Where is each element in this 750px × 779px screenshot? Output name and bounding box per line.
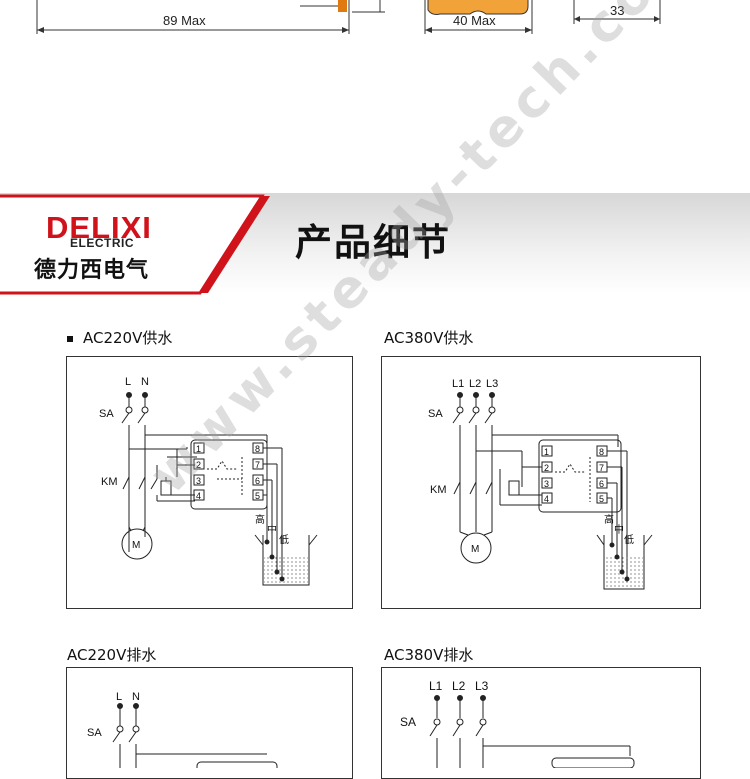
- terminal-1: 1: [196, 444, 201, 454]
- terminal-3: 3: [196, 476, 201, 486]
- terminal-label-l3: L3: [475, 679, 489, 693]
- diagram-title: AC220V供水: [67, 327, 172, 348]
- terminal-5: 5: [599, 494, 604, 504]
- diagram-title: AC380V供水: [384, 329, 474, 347]
- probe-label-high: 高: [604, 513, 614, 526]
- dimension-label: 89 Max: [163, 13, 206, 28]
- probe-label-low: 低: [624, 533, 634, 546]
- terminal-5: 5: [255, 491, 260, 501]
- wiring-schematic: L N SA: [87, 691, 278, 773]
- probe-label-high: 高: [255, 513, 265, 526]
- terminal-label-l: L: [116, 691, 122, 703]
- terminal-7: 7: [599, 463, 604, 473]
- wiring-schematic: L1 L2 L3 SA KM M 1 2 3 4 8 7 6 5 高 中 低: [428, 378, 653, 590]
- brand-logo-cn: 德力西电气: [34, 258, 150, 283]
- terminal-7: 7: [255, 460, 260, 470]
- motor-label: M: [132, 540, 140, 551]
- logo-frame: [0, 194, 270, 295]
- terminal-label-l: L: [125, 376, 131, 388]
- terminal-2: 2: [544, 463, 549, 473]
- terminal-2: 2: [196, 460, 201, 470]
- terminal-label-l1: L1: [452, 378, 464, 390]
- wiring-diagram-ac380v-supply: L1 L2 L3 SA KM M 1 2 3 4 8 7 6 5 高 中 低: [381, 356, 701, 609]
- switch-label-sa: SA: [99, 408, 114, 420]
- dimension-label: 33: [610, 3, 625, 18]
- terminal-label-l2: L2: [452, 679, 466, 693]
- switch-label-sa: SA: [87, 727, 102, 739]
- terminal-3: 3: [544, 479, 549, 489]
- terminal-6: 6: [255, 476, 260, 486]
- contactor-label-km: KM: [101, 476, 118, 488]
- dimension-drawing: [36, 0, 661, 34]
- probe-label-low: 低: [279, 533, 289, 546]
- bullet-icon: [67, 335, 73, 342]
- terminal-8: 8: [599, 447, 604, 457]
- diagram-title: AC380V排水: [384, 646, 474, 664]
- terminal-4: 4: [544, 494, 549, 504]
- probe-label-mid: 中: [267, 523, 277, 536]
- wiring-diagram-ac220v-drain: L N SA: [66, 667, 353, 779]
- brand-logo: DELIXI: [46, 210, 152, 245]
- terminal-8: 8: [255, 444, 260, 454]
- brand-logo-sub: ELECTRIC: [70, 236, 134, 250]
- terminal-label-n: N: [132, 691, 140, 703]
- terminal-label-l1: L1: [429, 679, 443, 693]
- motor-label: M: [471, 544, 479, 555]
- switch-label-sa: SA: [400, 715, 416, 729]
- wiring-schematic: L1 L2 L3 SA: [400, 679, 635, 769]
- wiring-diagram-ac380v-drain: L1 L2 L3 SA: [381, 667, 701, 779]
- terminal-label-l3: L3: [486, 378, 498, 390]
- wiring-diagram-ac220v-supply: L N SA KM M 1 2 3 4 8 7 6 5 高 中 低: [66, 356, 353, 609]
- probe-label-mid: 中: [614, 523, 624, 536]
- terminal-6: 6: [599, 479, 604, 489]
- terminal-4: 4: [196, 491, 201, 501]
- terminal-label-n: N: [141, 376, 149, 388]
- switch-label-sa: SA: [428, 408, 443, 420]
- section-title: 产品细节: [295, 221, 451, 264]
- contactor-label-km: KM: [430, 484, 447, 496]
- diagram-title: AC220V排水: [67, 646, 157, 664]
- dimension-label: 40 Max: [453, 13, 496, 28]
- terminal-label-l2: L2: [469, 378, 481, 390]
- terminal-1: 1: [544, 447, 549, 457]
- wiring-schematic: L N SA KM M 1 2 3 4 8 7 6 5 高 中 低: [99, 376, 318, 586]
